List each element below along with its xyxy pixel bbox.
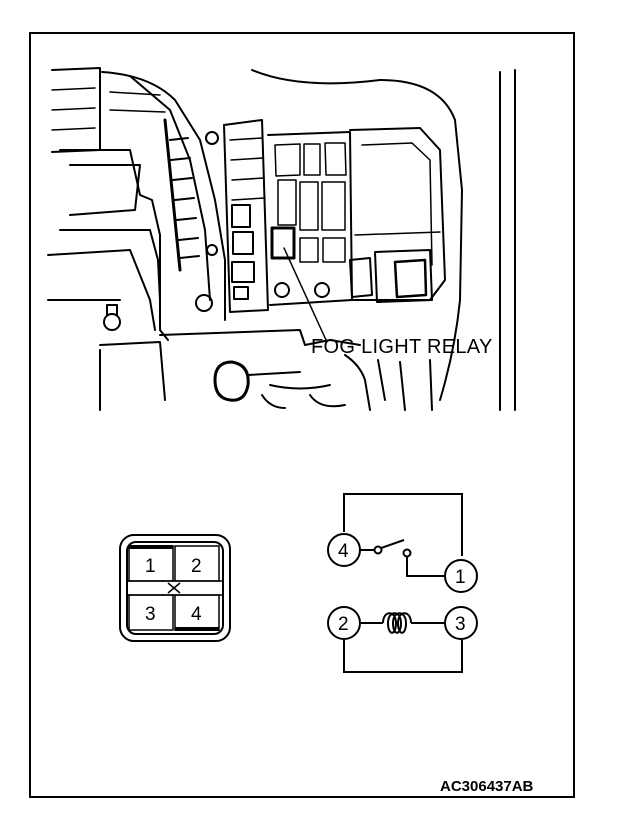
engine-compartment-illustration <box>47 67 516 411</box>
terminal-4-circle <box>327 533 361 567</box>
fog-light-relay-callout: FOG LIGHT RELAY <box>311 336 493 358</box>
connector-pin-3: 3 <box>145 604 156 625</box>
diagram-frame <box>29 32 575 798</box>
terminal-3-label: 3 <box>455 614 466 635</box>
connector-pin-2: 2 <box>191 556 202 577</box>
terminal-1-circle <box>444 559 478 593</box>
connector-pin-1: 1 <box>145 556 156 577</box>
terminal-1-label: 1 <box>455 567 466 588</box>
terminal-2-circle <box>327 606 361 640</box>
relay-schematic: 4 1 2 3 <box>327 493 478 673</box>
terminal-3-circle <box>444 606 478 640</box>
figure-id: AC306437AB <box>440 778 534 795</box>
connector-pin-4: 4 <box>191 604 202 625</box>
terminal-4-label: 4 <box>338 541 349 562</box>
relay-connector-diagram: 1 2 3 4 <box>119 534 231 642</box>
terminal-2-label: 2 <box>338 614 349 635</box>
